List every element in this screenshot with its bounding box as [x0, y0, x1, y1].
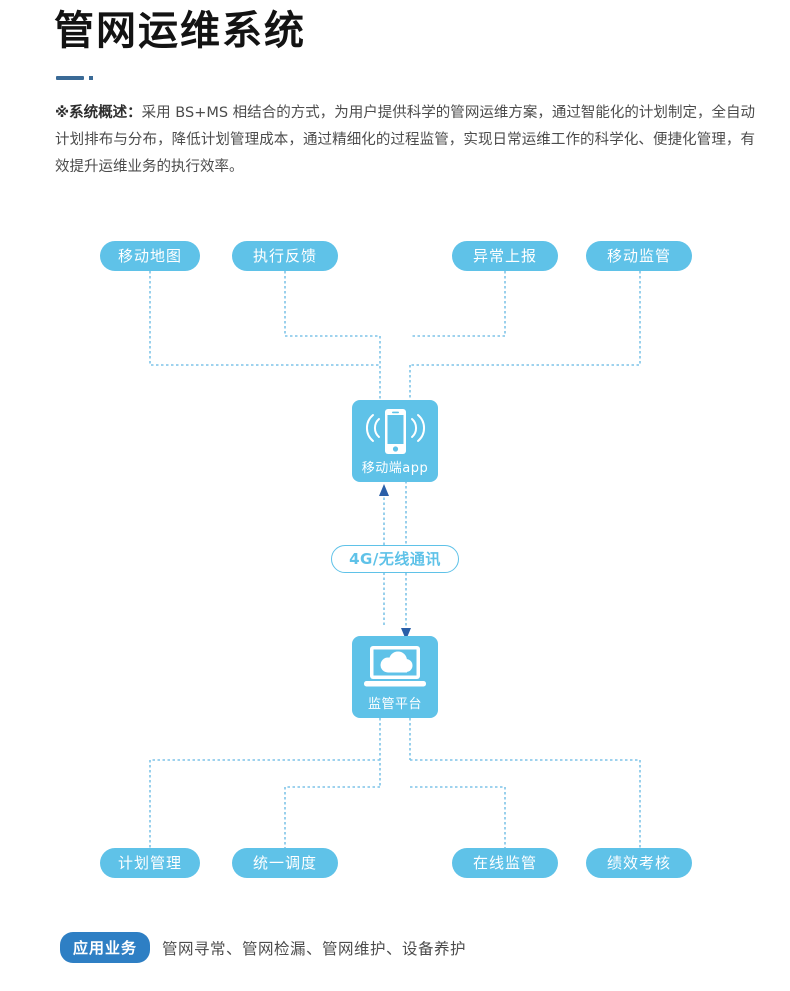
node-mobile-app[interactable]: 移动端app: [352, 400, 438, 482]
node-mobile-supervision[interactable]: 移动监管: [586, 241, 692, 271]
smartphone-signal-icon: [352, 408, 438, 458]
node-exception-report[interactable]: 异常上报: [452, 241, 558, 271]
node-supervision-platform[interactable]: 监管平台: [352, 636, 438, 718]
application-business-badge: 应用业务: [60, 932, 151, 963]
system-overview: ※系统概述：采用 BS+MS 相结合的方式，为用户提供科学的管网运维方案，通过智…: [55, 100, 755, 181]
overview-label: ※系统概述：: [55, 105, 142, 121]
overview-text: 采用 BS+MS 相结合的方式，为用户提供科学的管网运维方案，通过智能化的计划制…: [55, 105, 755, 175]
node-mobile-map[interactable]: 移动地图: [100, 241, 200, 271]
divider-bar: [56, 76, 84, 80]
title-divider: [56, 73, 98, 83]
laptop-cloud-icon: [352, 646, 438, 692]
link-label-4g[interactable]: 4G/无线通讯: [331, 545, 459, 573]
page-title: 管网运维系统: [54, 8, 306, 54]
arrow-up-to-mobile: [379, 484, 389, 496]
node-mobile-app-label: 移动端app: [361, 461, 429, 476]
divider-dot: [89, 76, 93, 80]
application-business-bar: 应用业务 管网寻常、管网检漏、管网维护、设备养护: [60, 932, 466, 963]
node-unified-dispatch[interactable]: 统一调度: [232, 848, 338, 878]
node-plan-management[interactable]: 计划管理: [100, 848, 200, 878]
node-platform-label: 监管平台: [367, 697, 422, 712]
node-online-supervision[interactable]: 在线监管: [452, 848, 558, 878]
node-execution-feedback[interactable]: 执行反馈: [232, 241, 338, 271]
node-performance-review[interactable]: 绩效考核: [586, 848, 692, 878]
application-business-text: 管网寻常、管网检漏、管网维护、设备养护: [162, 939, 467, 958]
